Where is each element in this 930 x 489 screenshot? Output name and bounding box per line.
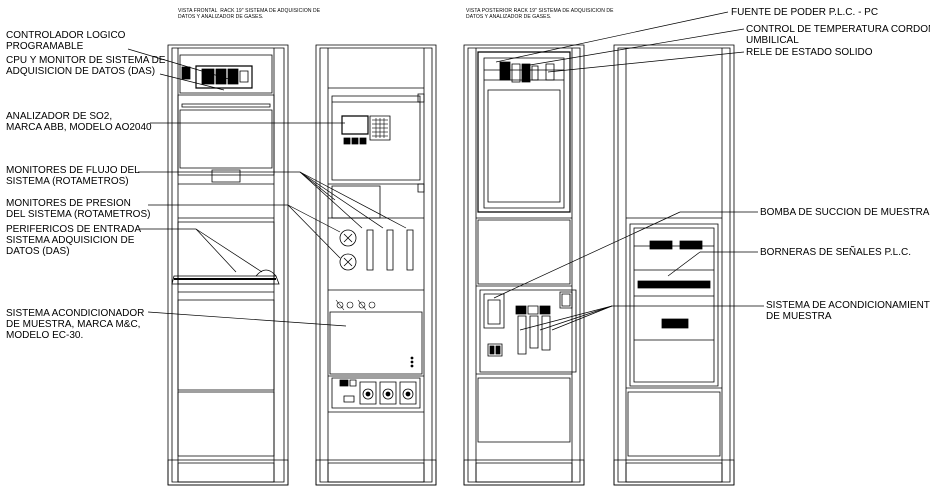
front-view-caption: VISTA FRONTAL RACK 19" SISTEMA DE ADQUIS…	[178, 8, 321, 20]
rear-view-caption: VISTA POSTERIOR RACK 19" SISTEMA DE ADQU…	[466, 8, 614, 20]
rack-rear-open	[614, 45, 734, 485]
label-flow-monitors: MONITORES DE FLUJO DEL SISTEMA (ROTAMETR…	[6, 165, 140, 187]
label-input-peripherals: PERIFERICOS DE ENTRADA SISTEMA ADQUISICI…	[6, 224, 142, 257]
label-conditioner-system: SISTEMA ACONDICIONADOR DE MUESTRA, MARCA…	[6, 308, 145, 341]
label-so2-analyzer: ANALIZADOR DE SO2, MARCA ABB, MODELO AO2…	[6, 111, 152, 133]
label-pressure-monitors: MONITORES DE PRESION DEL SISTEMA (ROTAME…	[6, 198, 151, 220]
label-plc-terminals: BORNERAS DE SEÑALES P.L.C.	[760, 247, 911, 258]
label-power-supply: FUENTE DE PODER P.L.C. - PC	[731, 7, 879, 18]
label-solid-state-relay: RELE DE ESTADO SOLIDO	[746, 47, 873, 58]
label-sample-conditioning: SISTEMA DE ACONDICIONAMIENTO DE MUESTRA	[766, 300, 930, 322]
label-plc: CONTROLADOR LOGICO PROGRAMABLE	[6, 30, 126, 52]
label-cpu-monitor: CPU Y MONITOR DE SISTEMA DE ADQUISICION …	[6, 55, 166, 77]
rack-front-open	[168, 45, 288, 485]
rack-front-populated	[316, 45, 436, 485]
label-sample-pump: BOMBA DE SUCCION DE MUESTRA	[760, 207, 930, 218]
rack-rear-populated	[464, 45, 584, 485]
leader-lines	[128, 12, 764, 330]
label-temperature-control: CONTROL DE TEMPERATURA CORDON UMBILICAL	[746, 24, 930, 46]
